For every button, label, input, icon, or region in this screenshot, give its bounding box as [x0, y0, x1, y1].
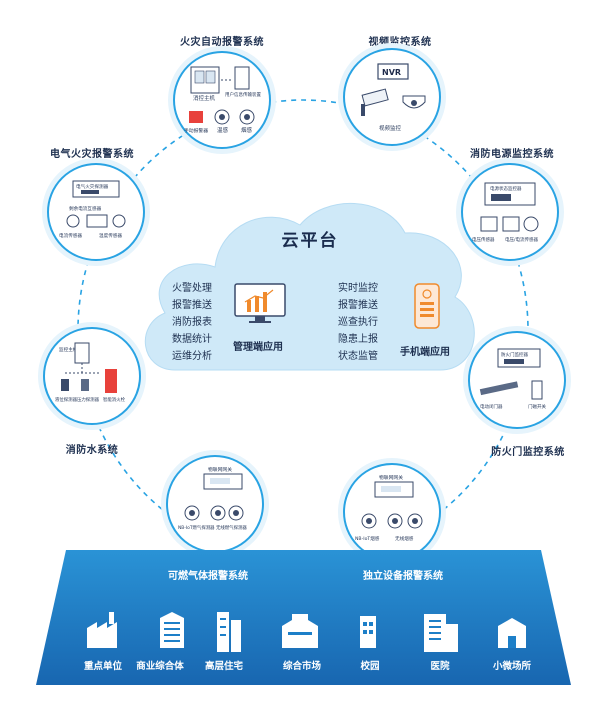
- standalone-part-label: NB-IoT烟感: [355, 535, 380, 542]
- fire-alarm-part-label: 手动报警器: [184, 127, 208, 134]
- mobile-app-label: 手机端应用: [400, 347, 450, 358]
- fire-alarm-system-node: 消控主机 用户信息传输装置 手动报警器 温感 烟感: [173, 51, 271, 149]
- fire-alarm-part-label: 用户信息传输装置: [225, 91, 261, 98]
- power-system-title: 消防电源监控系统: [470, 149, 554, 160]
- water-system-title: 消防水系统: [65, 445, 119, 456]
- management-feature: 报警推送: [172, 300, 212, 311]
- market-building-icon: [282, 614, 318, 648]
- power-part-label: 电源状态监控器: [490, 185, 522, 192]
- highrise-building-icon: [217, 612, 241, 652]
- door-part-label: 电动闭门器: [480, 403, 503, 410]
- management-app-label: 管理端应用: [233, 342, 283, 353]
- water-part-label: 智能消火栓: [103, 396, 126, 403]
- electrical-system-title: 电气火灾报警系统: [50, 149, 134, 160]
- standalone-system-node: 物联网网关 NB-IoT烟感 无线烟感: [343, 463, 441, 561]
- electrical-part-label: 电气火灾探测器: [76, 183, 109, 190]
- water-part-label: 监控主机: [59, 346, 78, 353]
- mobile-feature: 状态监管: [338, 351, 378, 362]
- management-feature: 运维分析: [172, 351, 212, 362]
- video-system-node: NVR 视频监控: [343, 48, 441, 146]
- gas-system-title: 可燃气体报警系统: [168, 571, 248, 582]
- mobile-feature: 巡查执行: [338, 317, 378, 328]
- standalone-part-label: 物联网网关: [379, 474, 403, 481]
- electrical-part-label: 温度传感器: [99, 232, 122, 239]
- building-label: 商业综合体: [136, 661, 184, 672]
- mobile-phone-icon: [414, 283, 440, 329]
- water-system-node: 监控主机 液位探测器 压力探测器 智能消火栓: [43, 327, 141, 425]
- fire-alarm-part-label: 烟感: [241, 126, 253, 134]
- gas-part-label: 无线燃气探测器: [216, 524, 247, 531]
- campus-building-icon: [360, 616, 376, 648]
- fire-door-monitor-icon: 防火门监控器 电动闭门器 门磁开关: [479, 348, 546, 410]
- management-feature: 数据统计: [172, 334, 212, 345]
- power-monitor-icon: 电源状态监控器 电压传感器 电压/电流传感器: [472, 182, 539, 243]
- water-system-icon: 监控主机 液位探测器 压力探测器 智能消火栓: [55, 342, 126, 403]
- door-system-node: 防火门监控器 电动闭门器 门磁开关: [468, 331, 566, 429]
- management-feature: 火警处理: [172, 283, 212, 294]
- building-label: 高层住宅: [204, 661, 244, 672]
- water-part-label: 液位探测器: [55, 396, 78, 403]
- door-part-label: 门磁开关: [528, 403, 546, 410]
- nvr-label: NVR: [382, 68, 401, 77]
- gas-system-node: 物联网网关 NB-IoT燃气探测器 无线燃气探测器: [166, 455, 264, 553]
- building-label: 综合市场: [282, 661, 322, 672]
- management-feature: 消防报表: [172, 317, 212, 328]
- power-part-label: 电压传感器: [472, 236, 495, 243]
- mobile-feature: 报警推送: [338, 300, 378, 311]
- cloud-title: 云平台: [281, 231, 339, 251]
- building-label: 小微场所: [492, 661, 532, 672]
- door-part-label: 防火门监控器: [501, 351, 528, 358]
- electrical-fire-icon: 电气火灾探测器 剩余电流互感器 电流传感器 温度传感器: [59, 180, 126, 239]
- mobile-feature: 实时监控: [338, 283, 378, 294]
- electrical-part-label: 电流传感器: [59, 232, 82, 239]
- fire-alarm-part-label: 消控主机: [193, 94, 216, 102]
- monitor-chart-icon: [234, 283, 286, 323]
- mobile-feature-list: 实时监控 报警推送 巡查执行 隐患上报 状态监管: [338, 280, 378, 365]
- building-label: 校园: [360, 661, 380, 672]
- cloud-platform-shape: [144, 203, 475, 371]
- gas-detector-icon: 物联网网关 NB-IoT燃气探测器 无线燃气探测器: [178, 466, 247, 531]
- gas-part-label: NB-IoT燃气探测器: [178, 524, 215, 531]
- power-system-node: 电源状态监控器 电压传感器 电压/电流传感器: [461, 163, 559, 261]
- hospital-building-icon: [424, 614, 458, 652]
- commercial-building-icon: [160, 612, 184, 648]
- fire-alarm-part-label: 温感: [217, 126, 229, 134]
- standalone-system-title: 独立设备报警系统: [363, 571, 443, 582]
- fire-alarm-equipment-icon: 消控主机 用户信息传输装置 手动报警器 温感 烟感: [184, 66, 261, 134]
- electrical-part-label: 剩余电流互感器: [69, 205, 102, 212]
- camera-nvr-icon: NVR 视频监控: [361, 63, 426, 132]
- building-label: 重点单位: [83, 661, 123, 672]
- standalone-device-icon: 物联网网关 NB-IoT烟感 无线烟感: [355, 474, 423, 542]
- mobile-feature: 隐患上报: [338, 334, 378, 345]
- water-part-label: 压力探测器: [77, 396, 100, 403]
- management-feature-list: 火警处理 报警推送 消防报表 数据统计 运维分析: [172, 280, 212, 365]
- door-system-title: 防火门监控系统: [491, 447, 565, 458]
- video-system-title: 视频监控系统: [368, 37, 432, 48]
- factory-building-icon: [87, 612, 117, 648]
- video-part-label: 视频监控: [379, 124, 402, 132]
- gas-part-label: 物联网网关: [208, 466, 232, 473]
- fire-alarm-system-title: 火灾自动报警系统: [180, 37, 264, 48]
- power-part-label: 电压/电流传感器: [505, 236, 539, 243]
- electrical-system-node: 电气火灾探测器 剩余电流互感器 电流传感器 温度传感器: [47, 163, 145, 261]
- building-label: 医院: [430, 661, 450, 672]
- standalone-part-label: 无线烟感: [395, 535, 414, 542]
- small-venue-icon: [498, 618, 526, 648]
